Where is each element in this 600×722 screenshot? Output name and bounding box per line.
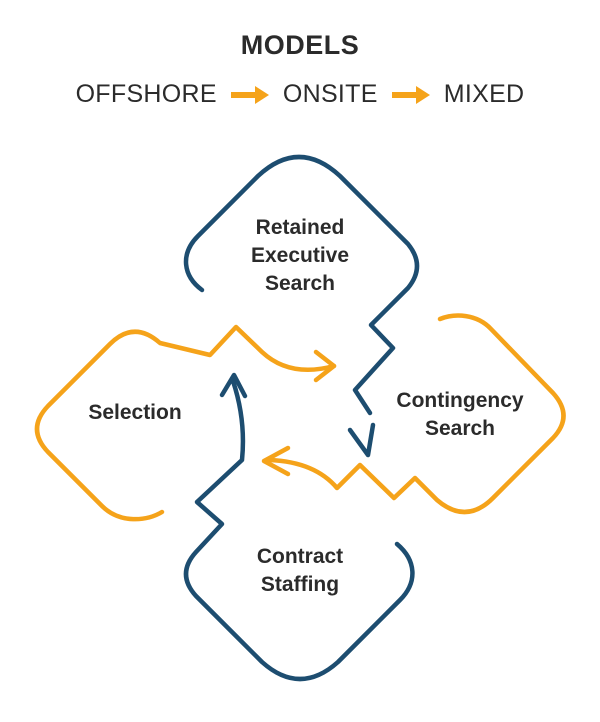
selection-loop: [34, 324, 337, 522]
selection-arrowhead-icon: [313, 349, 337, 383]
model-offshore: OFFSHORE: [75, 80, 217, 108]
models-row: OFFSHORE ONSITE MIXED: [0, 80, 600, 109]
model-onsite: ONSITE: [282, 80, 378, 108]
contract-staffing-loop: [183, 378, 415, 682]
contingency-search-loop: [267, 313, 566, 515]
selection-label: Selection: [88, 401, 182, 424]
contract-arrowhead-icon: [219, 372, 248, 399]
model-mixed: MIXED: [443, 80, 525, 108]
retained-search-loop: [183, 154, 420, 416]
contingency-search-label: Contingency Search: [396, 389, 524, 440]
right-arrow-icon: [391, 85, 430, 104]
retained-arrowhead-icon: [347, 422, 376, 458]
retained-executive-search-label: Retained Executive Search: [250, 216, 350, 295]
right-arrow-icon: [230, 85, 269, 104]
contingency-arrowhead-icon: [261, 445, 291, 477]
diagram-title: MODELS: [240, 30, 360, 60]
contract-staffing-label: Contract Staffing: [256, 545, 344, 596]
